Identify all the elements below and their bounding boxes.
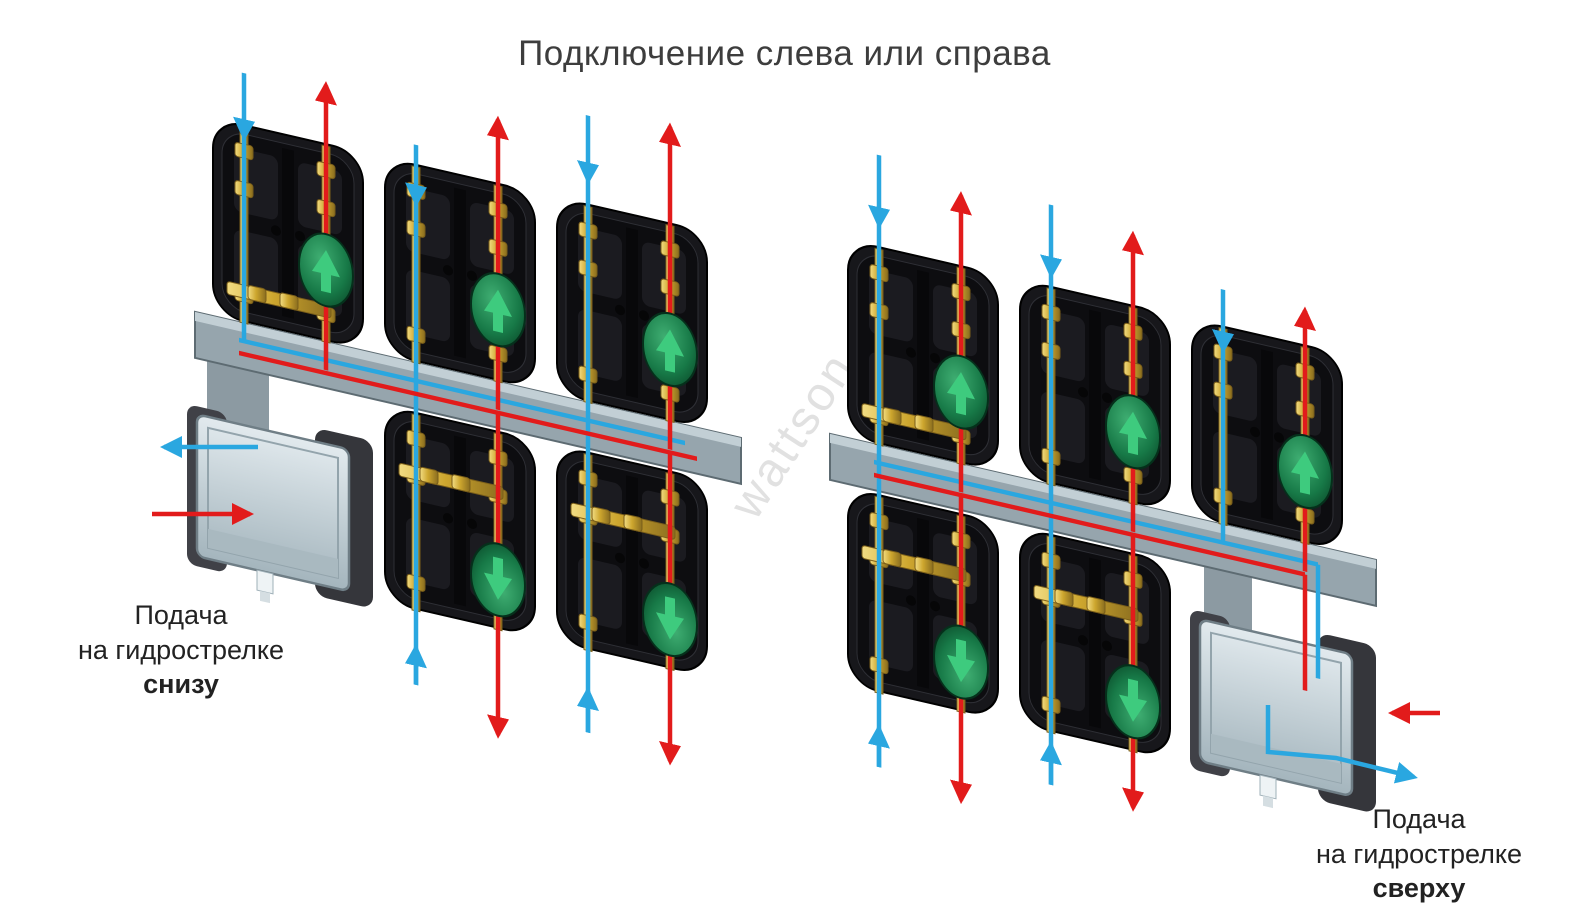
external-connections <box>152 436 1440 784</box>
left-assembly <box>185 72 742 766</box>
caption-line-3: снизу <box>143 669 219 700</box>
supply-main-pipe <box>239 337 685 446</box>
supply-lines-blue <box>233 72 685 734</box>
right-assembly <box>829 154 1378 834</box>
return-main-pipe <box>874 472 1305 577</box>
return-main-pipe <box>239 350 697 461</box>
supply-main-pipe <box>874 459 1318 567</box>
caption-line-2: на гидрострелке <box>1315 838 1523 869</box>
hydraulic-separator <box>1188 601 1378 834</box>
diagram-title: Подключение слева или справа <box>518 34 1051 73</box>
manifold-bar <box>194 310 742 486</box>
manifold-bar <box>829 432 1377 608</box>
caption-supply-bottom: Подача на гидрострелке снизу <box>46 598 316 702</box>
caption-line-2: на гидрострелке <box>77 634 285 665</box>
supply-arrow-out-right <box>1265 705 1418 784</box>
supply-lines-blue <box>868 154 1321 786</box>
caption-supply-top: Подача на гидрострелке сверху <box>1286 802 1552 906</box>
caption-line-1: Подача <box>134 600 228 630</box>
caption-line-1: Подача <box>1372 804 1466 834</box>
caption-line-3: сверху <box>1372 873 1466 904</box>
